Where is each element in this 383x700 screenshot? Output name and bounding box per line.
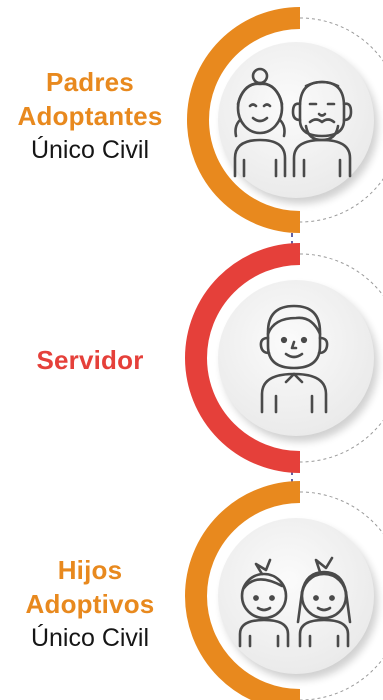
node-hijos (185, 481, 383, 700)
role-title: Adoptivos (25, 589, 155, 619)
node-servidor (185, 243, 383, 473)
person-icon (259, 304, 329, 414)
role-title: Hijos (57, 555, 123, 585)
node-ring (187, 7, 301, 233)
node-padres (187, 7, 383, 233)
node-label-padres: Padres Adoptantes Único Civil (0, 65, 180, 167)
node-label-servidor: Servidor (0, 343, 180, 377)
children-icon (238, 556, 352, 648)
node-ring (185, 481, 301, 700)
elderly-couple-icon (233, 67, 353, 178)
role-subtitle: Único Civil (30, 624, 150, 652)
node-label-hijos: Hijos Adoptivos Único Civil (0, 553, 180, 655)
node-disc (218, 518, 374, 674)
role-title: Adoptantes (17, 101, 163, 131)
role-subtitle: Único Civil (30, 136, 150, 164)
node-ring (185, 243, 301, 473)
role-title: Servidor (36, 345, 144, 375)
role-title: Padres (46, 67, 134, 97)
